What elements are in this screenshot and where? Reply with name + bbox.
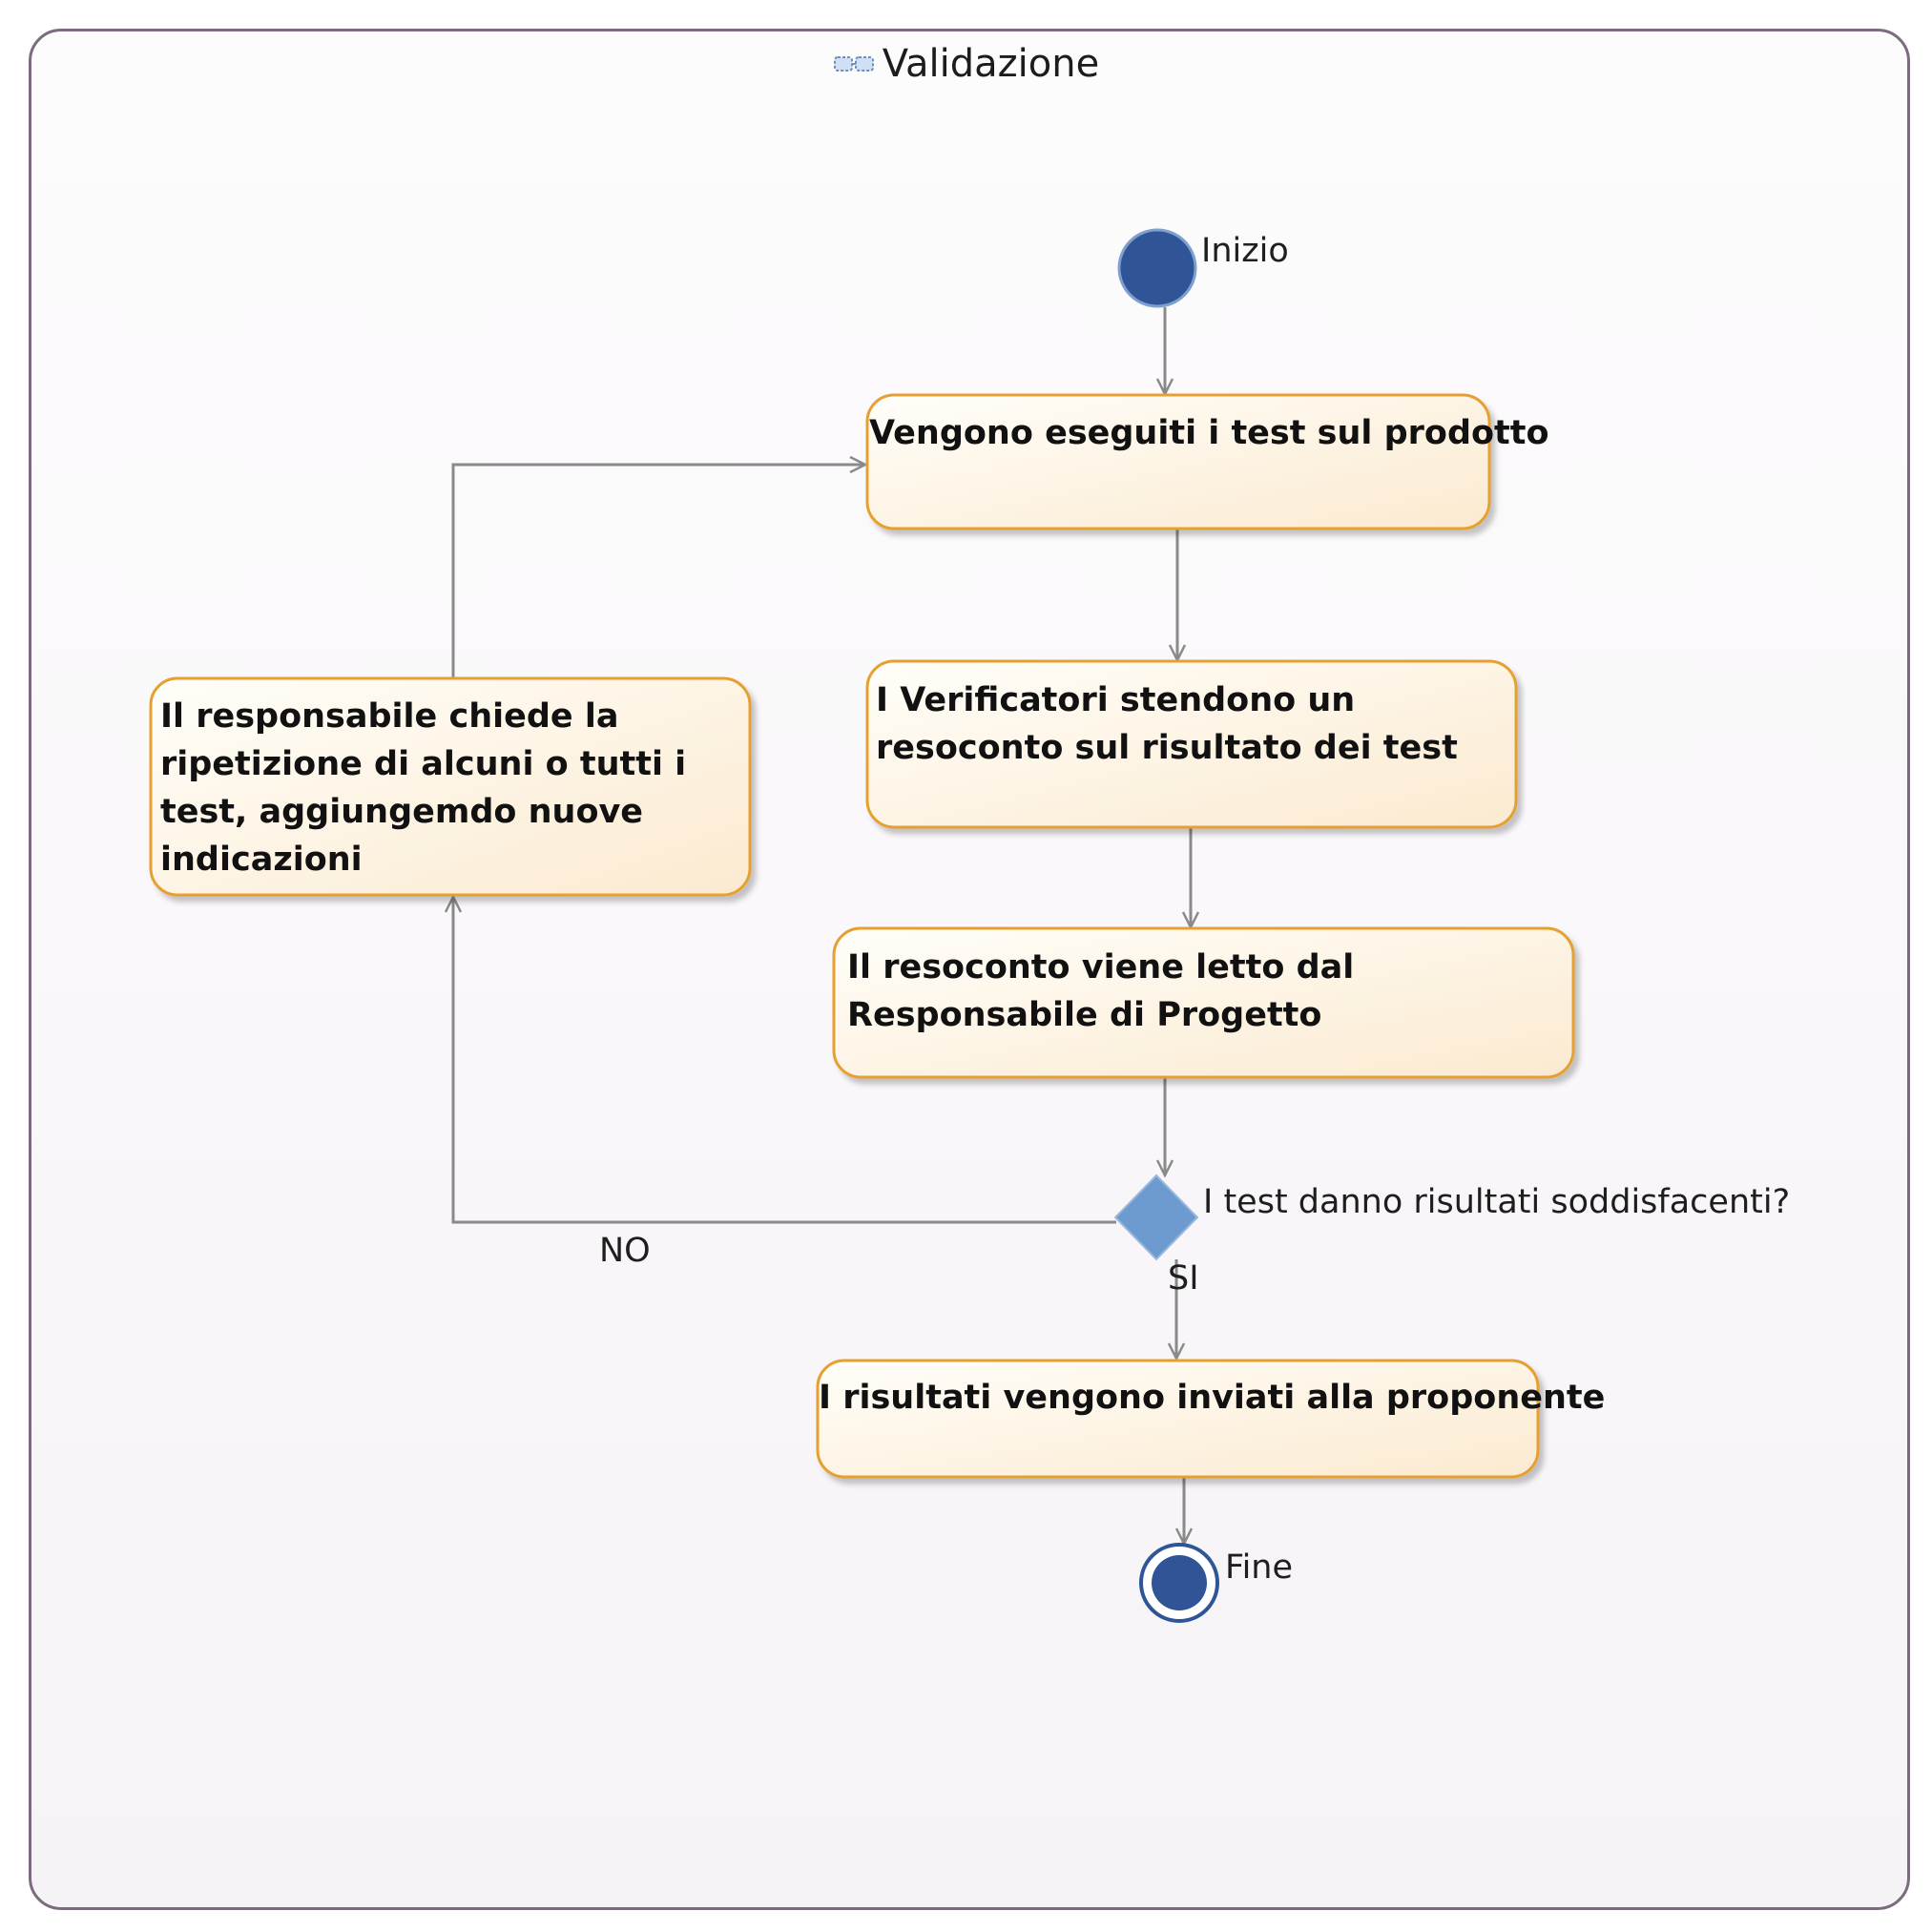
initial-node (1117, 228, 1197, 308)
final-node-label: Fine (1225, 1548, 1294, 1587)
edges (453, 307, 1191, 1544)
action-send-results-label: I risultati vengono inviati alla propone… (819, 1379, 1606, 1417)
action-run-tests-label: Vengono eseguiti i test sul prodotto (869, 414, 1549, 452)
branch-yes-label: SI (1168, 1259, 1199, 1298)
activity-diagram-icon (833, 56, 874, 72)
branch-no-label: NO (599, 1232, 651, 1270)
action-read-report (832, 926, 1575, 1079)
decision-node (1113, 1174, 1199, 1261)
action-write-report (865, 659, 1518, 829)
action-run-tests (865, 393, 1491, 530)
action-send-results (816, 1359, 1540, 1479)
initial-node-label: Inizio (1201, 232, 1289, 270)
diagram-title: Validazione (0, 42, 1932, 86)
action-repeat-tests-label: Il responsabile chiede la ripetizione di… (160, 697, 687, 879)
decision-node-label: I test danno risultati soddisfacenti? (1203, 1183, 1791, 1221)
final-node (1139, 1543, 1219, 1623)
edge-decision-no-to-repeat (453, 897, 1116, 1224)
diagram-title-text: Validazione (882, 42, 1100, 86)
action-read-report-label: Il resoconto viene letto dal Responsabil… (847, 948, 1355, 1034)
edge-repeat-to-run-tests (451, 465, 865, 677)
action-repeat-tests (149, 676, 752, 897)
action-write-report-label: I Verificatori stendono un resoconto sul… (876, 681, 1458, 767)
